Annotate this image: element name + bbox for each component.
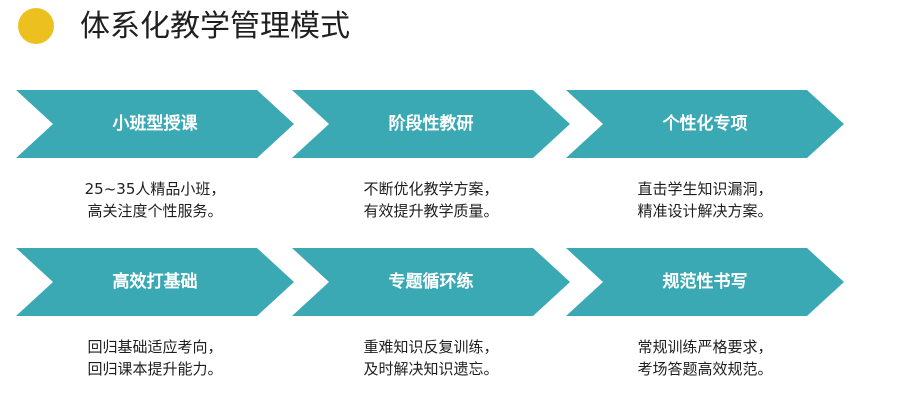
description-line: 不断优化教学方案， [363, 180, 499, 198]
arrow-banner: 高效打基础 [16, 248, 294, 316]
arrow-banner: 个性化专项 [566, 90, 844, 158]
chevron-arrow-icon [292, 248, 570, 316]
item-description: 不断优化教学方案， 有效提升教学质量。 [292, 178, 570, 222]
arrow-label: 阶段性教研 [388, 114, 474, 134]
description-line: 25~35人精品小班， [84, 180, 226, 198]
item-description: 回归基础适应考向， 回归课本提升能力。 [16, 336, 294, 380]
chevron-arrow-icon [16, 248, 294, 316]
header: 体系化教学管理模式 [0, 0, 900, 60]
arrow-label: 规范性书写 [662, 272, 748, 292]
arrow-label: 个性化专项 [662, 114, 748, 134]
arrow-banner: 规范性书写 [566, 248, 844, 316]
item-description: 重难知识反复训练， 及时解决知识遗忘。 [292, 336, 570, 380]
page-title: 体系化教学管理模式 [80, 9, 350, 44]
description-line: 重难知识反复训练， [363, 338, 499, 356]
arrow-label: 高效打基础 [112, 272, 198, 292]
chevron-arrow-icon [292, 90, 570, 158]
item-description: 常规训练严格要求， 考场答题高效规范。 [566, 336, 844, 380]
chevron-arrow-icon [566, 90, 844, 158]
arrow-banner: 阶段性教研 [292, 90, 570, 158]
description-line: 回归课本提升能力。 [87, 360, 223, 378]
description-line: 精准设计解决方案。 [637, 202, 773, 220]
item-description: 直击学生知识漏洞， 精准设计解决方案。 [566, 178, 844, 222]
chevron-arrow-icon [16, 90, 294, 158]
arrow-banner: 小班型授课 [16, 90, 294, 158]
item-description: 25~35人精品小班， 高关注度个性服务。 [16, 178, 294, 222]
arrow-label: 小班型授课 [112, 114, 198, 134]
arrow-label: 专题循环练 [388, 272, 474, 292]
chevron-arrow-icon [566, 248, 844, 316]
description-line: 有效提升教学质量。 [363, 202, 499, 220]
description-line: 常规训练严格要求， [637, 338, 773, 356]
description-line: 回归基础适应考向， [87, 338, 223, 356]
title-dot-icon [18, 8, 54, 44]
description-line: 及时解决知识遗忘。 [363, 360, 499, 378]
description-line: 考场答题高效规范。 [637, 360, 773, 378]
description-line: 直击学生知识漏洞， [637, 180, 773, 198]
arrow-banner: 专题循环练 [292, 248, 570, 316]
description-line: 高关注度个性服务。 [87, 202, 223, 220]
